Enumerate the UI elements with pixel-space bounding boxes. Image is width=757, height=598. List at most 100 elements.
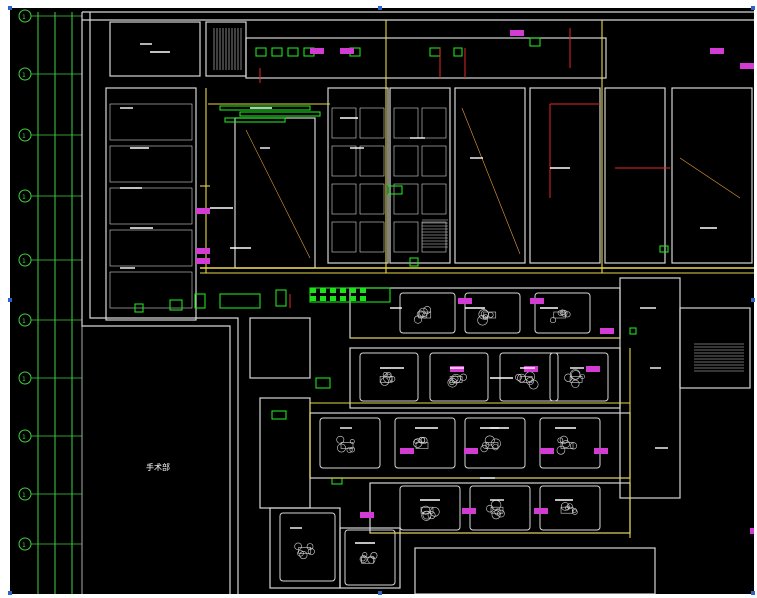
equipment-outline	[451, 373, 461, 384]
operating-table	[340, 442, 354, 449]
green-fixture	[310, 288, 316, 293]
cell	[359, 107, 385, 139]
equipment-outline	[306, 543, 314, 550]
magenta-tag	[196, 208, 210, 214]
axis-bubble-label: 1	[22, 194, 26, 201]
green-equipment	[169, 299, 183, 311]
equipment-outline	[491, 510, 501, 520]
magenta-tag	[360, 512, 374, 518]
magenta-tag	[310, 48, 324, 54]
operating-table	[553, 311, 567, 319]
equipment-outline	[562, 440, 570, 448]
green-fixture	[320, 288, 326, 293]
equipment-outline	[559, 309, 566, 316]
equipment-outline	[569, 442, 578, 450]
cell	[421, 107, 447, 139]
equipment-outline	[564, 311, 571, 318]
operating-table	[485, 442, 499, 449]
magenta-tag	[458, 298, 472, 304]
cell	[421, 183, 447, 215]
equipment-outline	[560, 502, 570, 511]
operating-room	[539, 417, 601, 469]
grip-top-left[interactable]	[8, 6, 12, 10]
grip-bottom-left[interactable]	[8, 591, 12, 595]
axis-bubble-label: 1	[22, 14, 26, 21]
equipment-outline	[362, 552, 368, 558]
grip-bottom-mid[interactable]	[378, 591, 382, 595]
grip-top-right[interactable]	[751, 6, 755, 10]
operating-room	[344, 529, 396, 586]
green-equipment	[387, 185, 403, 195]
equipment-outline	[359, 555, 368, 563]
ward-cell	[109, 187, 193, 225]
equipment-outline	[480, 310, 489, 318]
green-fixture	[360, 296, 366, 301]
cell	[331, 145, 357, 177]
green-fixture	[350, 288, 356, 293]
operating-room	[464, 292, 521, 334]
operating-table	[361, 556, 374, 564]
cell	[393, 221, 419, 253]
magenta-tag	[340, 48, 354, 54]
operating-table	[560, 442, 574, 449]
grip-bottom-right[interactable]	[751, 591, 755, 595]
green-equipment	[287, 47, 299, 57]
equipment-outline	[385, 372, 392, 379]
operating-room	[319, 417, 381, 469]
equipment-outline	[515, 373, 522, 381]
green-equipment	[219, 105, 311, 111]
green-fixture	[340, 288, 346, 293]
green-equipment	[659, 245, 669, 253]
green-equipment	[219, 293, 261, 309]
green-equipment	[194, 293, 206, 309]
equipment-outline	[557, 310, 564, 316]
operating-table	[379, 376, 393, 383]
equipment-outline	[380, 377, 389, 386]
green-equipment	[224, 117, 286, 123]
magenta-tags	[196, 30, 754, 534]
cell	[359, 145, 385, 177]
grip-mid-right[interactable]	[751, 298, 755, 302]
green-equipment	[453, 47, 463, 57]
grip-top-mid[interactable]	[378, 6, 382, 10]
equipment-outline	[413, 315, 423, 324]
green-equipment	[315, 377, 331, 389]
equipment-outline	[430, 507, 440, 517]
equipment-outline	[299, 551, 308, 560]
equipment-outline	[421, 505, 431, 515]
magenta-tag	[710, 48, 724, 54]
equipment-outline	[559, 435, 568, 444]
magenta-tag	[600, 328, 614, 334]
grip-mid-left[interactable]	[8, 298, 12, 302]
operating-table	[483, 311, 497, 319]
equipment-outline	[423, 306, 432, 314]
cell	[421, 145, 447, 177]
operating-room	[399, 485, 461, 531]
magenta-tag	[450, 366, 464, 372]
room-detail-lines	[109, 28, 744, 372]
diagonal-mark	[461, 107, 521, 255]
axis-bubble-label: 1	[22, 133, 26, 140]
equipment-outline	[560, 309, 568, 317]
equipment-outline	[570, 370, 581, 380]
equipment-outline	[294, 542, 302, 551]
equipment-outline	[526, 377, 535, 386]
operating-room	[429, 352, 489, 402]
equipment-outline	[497, 509, 505, 518]
cell	[359, 183, 385, 215]
operating-room	[464, 417, 526, 469]
operating-room	[499, 352, 559, 402]
magenta-tag	[750, 528, 754, 534]
magenta-tag	[524, 366, 538, 372]
equipment-outline	[571, 379, 580, 388]
operating-room	[279, 512, 336, 582]
magenta-tag	[534, 508, 548, 514]
axis-bubble-label: 1	[22, 542, 26, 549]
equipment-outline	[572, 509, 578, 515]
equipment-outline	[307, 548, 315, 556]
equipment-outline	[336, 435, 345, 444]
green-equipment	[409, 257, 419, 267]
operating-table	[490, 506, 504, 514]
